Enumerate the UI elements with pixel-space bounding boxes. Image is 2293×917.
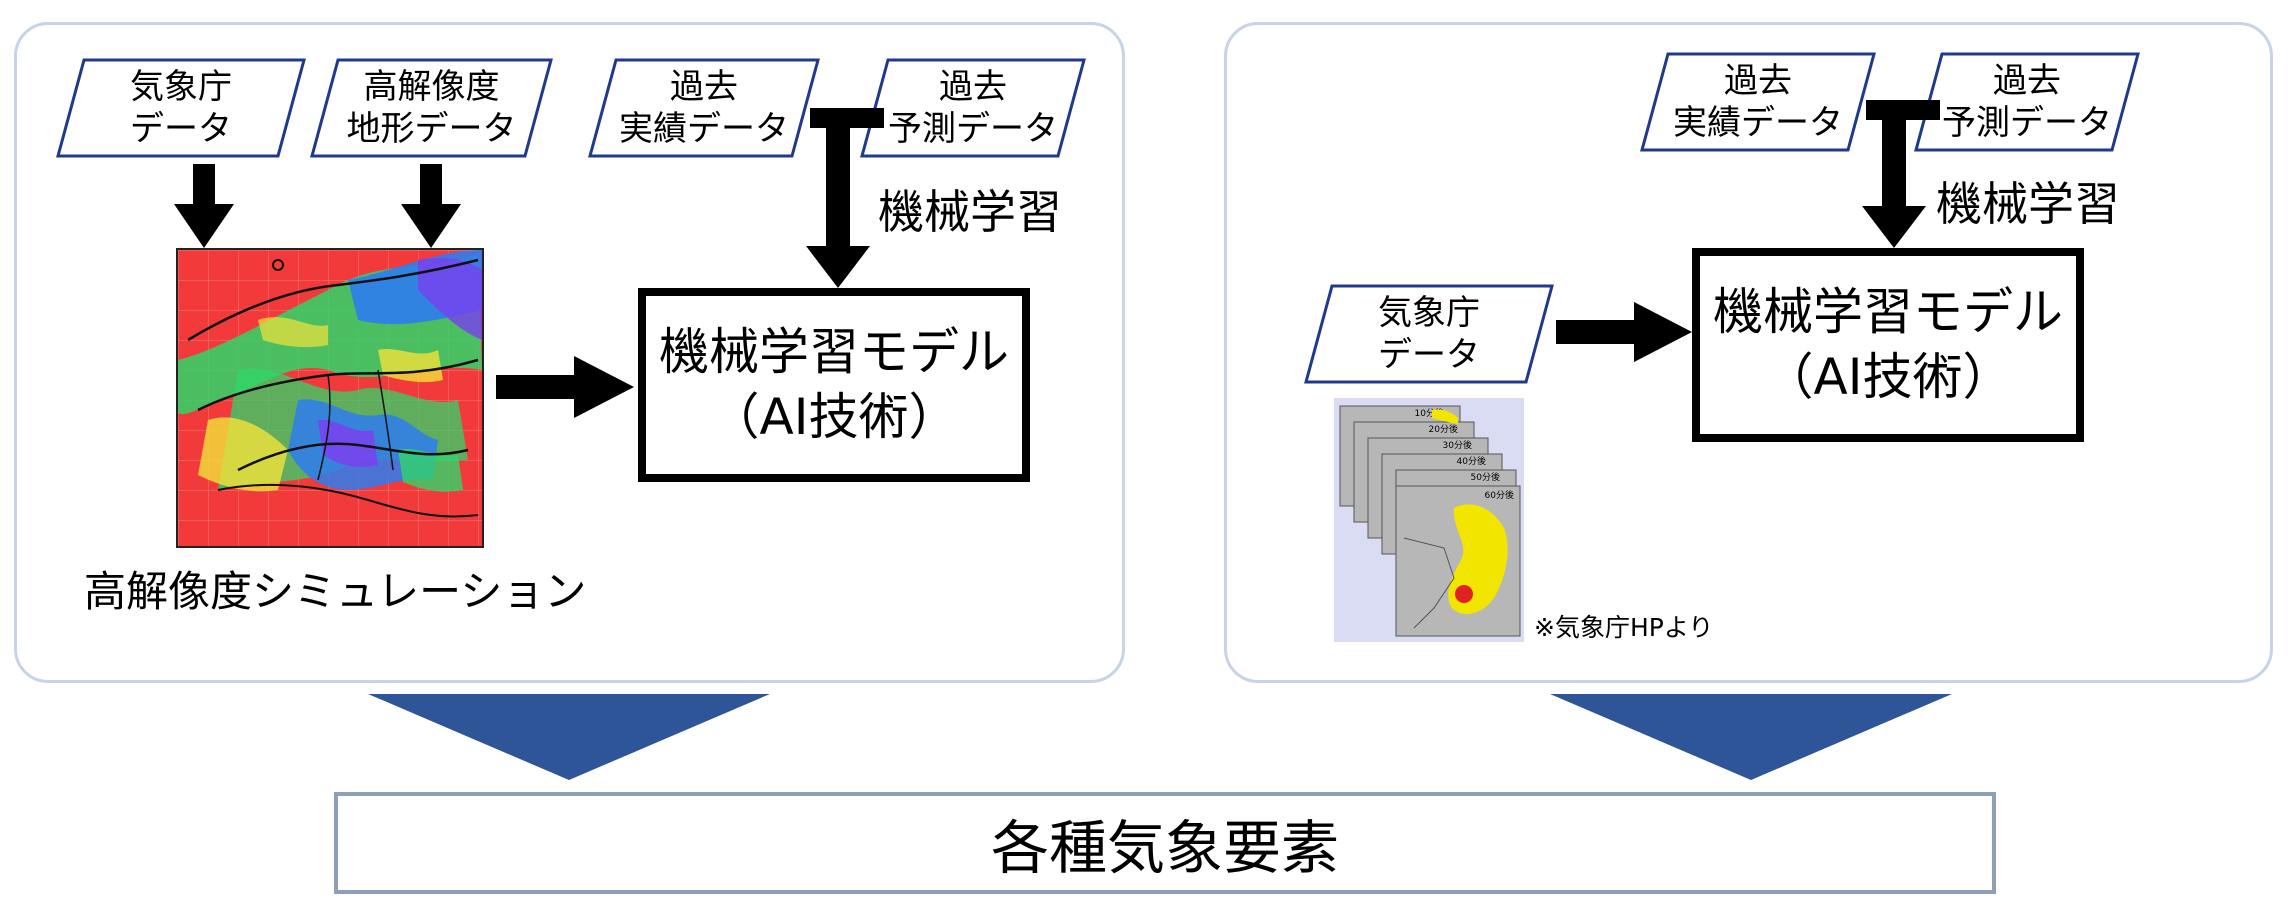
input-label-line: 実績データ: [1673, 103, 1843, 143]
model-subtitle: （AI技術）: [709, 388, 959, 446]
arrow-right-icon: [496, 356, 634, 418]
frame-label: 20分後: [1429, 423, 1458, 435]
simulation-map-image: [176, 248, 484, 548]
input-past-forecast-data: 過去 予測データ: [1914, 52, 2140, 152]
input-jma-data: 気象庁 データ: [56, 58, 306, 158]
input-label-line: 過去: [939, 66, 1007, 107]
input-label-line: 気象庁: [1378, 292, 1480, 333]
nowcast-forecast-image: 10分後 20分後 30分後 40分後 50分後 60分後: [1334, 398, 1524, 642]
input-label-line: 過去: [670, 66, 738, 107]
ml-label: 機械学習: [1936, 177, 2120, 231]
input-past-actual-data: 過去 実績データ: [588, 58, 820, 158]
input-jma-data: 気象庁 データ: [1304, 284, 1554, 384]
ml-model-box: 機械学習モデル （AI技術）: [1692, 248, 2084, 442]
input-past-forecast-data: 過去 予測データ: [860, 58, 1086, 158]
merge-arrow-icon: [806, 108, 884, 288]
ml-label: 機械学習: [878, 185, 1062, 239]
down-triangle-icon: [1550, 694, 1952, 780]
arrow-right-icon: [1556, 302, 1692, 362]
input-label-line: 過去: [1993, 60, 2061, 101]
simulation-caption: 高解像度シミュレーション: [84, 567, 587, 616]
model-title: 機械学習モデル: [1713, 283, 2063, 341]
model-title: 機械学習モデル: [659, 323, 1009, 381]
frame-label: 40分後: [1457, 455, 1486, 467]
input-label-line: 実績データ: [619, 109, 789, 149]
merge-arrow-icon: [1862, 100, 1940, 248]
forecast-frame: 60分後: [1395, 485, 1521, 637]
result-label: 各種気象要素: [990, 814, 1339, 882]
input-label-line: 高解像度: [363, 66, 500, 107]
down-triangle-icon: [368, 694, 770, 780]
input-label-line: 過去: [1724, 60, 1792, 101]
ml-model-box: 機械学習モデル （AI技術）: [638, 288, 1030, 482]
source-note: ※気象庁HPより: [1534, 613, 1714, 642]
frame-label: 30分後: [1443, 439, 1472, 451]
arrow-down-icon: [174, 164, 234, 248]
input-label-line: 予測データ: [888, 109, 1058, 149]
result-box: 各種気象要素: [334, 792, 1996, 894]
input-label-line: 気象庁: [130, 66, 232, 107]
arrow-down-icon: [401, 164, 461, 248]
input-terrain-data: 高解像度 地形データ: [310, 58, 553, 158]
frame-label: 60分後: [1485, 489, 1514, 501]
input-label-line: 予測データ: [1942, 103, 2112, 143]
input-label-line: データ: [130, 109, 232, 149]
input-past-actual-data: 過去 実績データ: [1640, 52, 1876, 152]
input-label-line: データ: [1378, 335, 1480, 375]
input-label-line: 地形データ: [346, 109, 517, 149]
frame-label: 50分後: [1471, 471, 1500, 483]
model-subtitle: （AI技術）: [1763, 348, 2013, 406]
